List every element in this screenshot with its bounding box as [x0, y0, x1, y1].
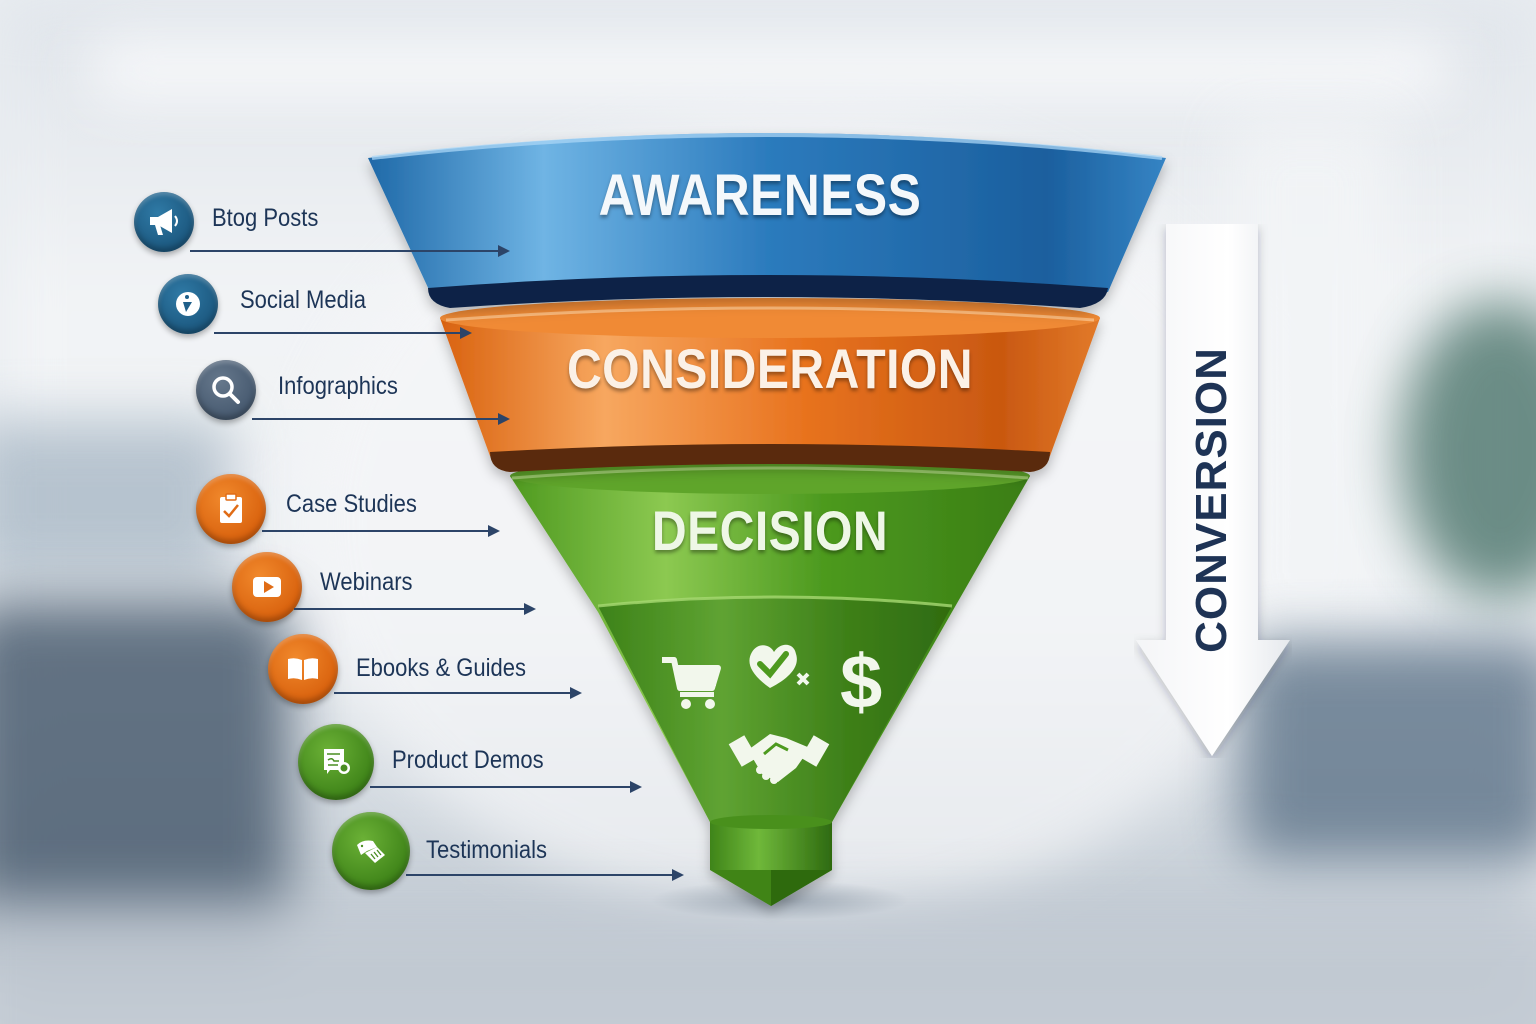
content-label: Testimonials [426, 836, 548, 864]
pointer-arrow [214, 327, 472, 339]
demo-document-icon [298, 724, 374, 800]
decision-stage [510, 458, 1030, 906]
content-label: Social Media [240, 286, 366, 314]
conversion-arrow [1136, 224, 1290, 756]
background-desk-right [1240, 640, 1536, 860]
awareness-stage [368, 133, 1166, 308]
consideration-stage [440, 298, 1100, 472]
shopping-cart-icon [662, 657, 721, 709]
decision-label: DECISION [651, 499, 889, 562]
dollar-sign-icon: $ [840, 640, 882, 725]
background-floor [0, 900, 1536, 1024]
conversion-label: CONVERSION [1187, 347, 1236, 653]
content-label: Case Studies [286, 490, 417, 518]
ceiling-light [90, 40, 1450, 100]
magnifier-icon [196, 360, 256, 420]
content-label: Product Demos [392, 746, 544, 774]
pointer-arrow [334, 687, 582, 699]
heart-check-icon [749, 644, 810, 688]
clipboard-check-icon [196, 474, 266, 544]
decision-icons: $ [662, 640, 882, 784]
pointer-arrow [252, 413, 510, 425]
handshake-icon [728, 734, 830, 784]
pointer-arrow [370, 781, 642, 793]
play-button-icon [232, 552, 302, 622]
consideration-label: CONSIDERATION [566, 337, 974, 400]
pointer-arrow [262, 525, 500, 537]
content-label: Webinars [320, 568, 413, 596]
chat-bubble-icon [158, 274, 218, 334]
content-label: Btog Posts [212, 204, 319, 232]
hand-card-icon [332, 812, 410, 890]
content-label: Ebooks & Guides [356, 654, 526, 682]
pointer-arrow [406, 869, 684, 881]
pointer-arrow [190, 245, 510, 257]
background-window-left [0, 420, 230, 580]
awareness-label: AWARENESS [598, 163, 922, 228]
content-label: Infographics [278, 372, 398, 400]
open-book-icon [268, 634, 338, 704]
pointer-arrow [294, 603, 536, 615]
megaphone-icon [134, 192, 194, 252]
